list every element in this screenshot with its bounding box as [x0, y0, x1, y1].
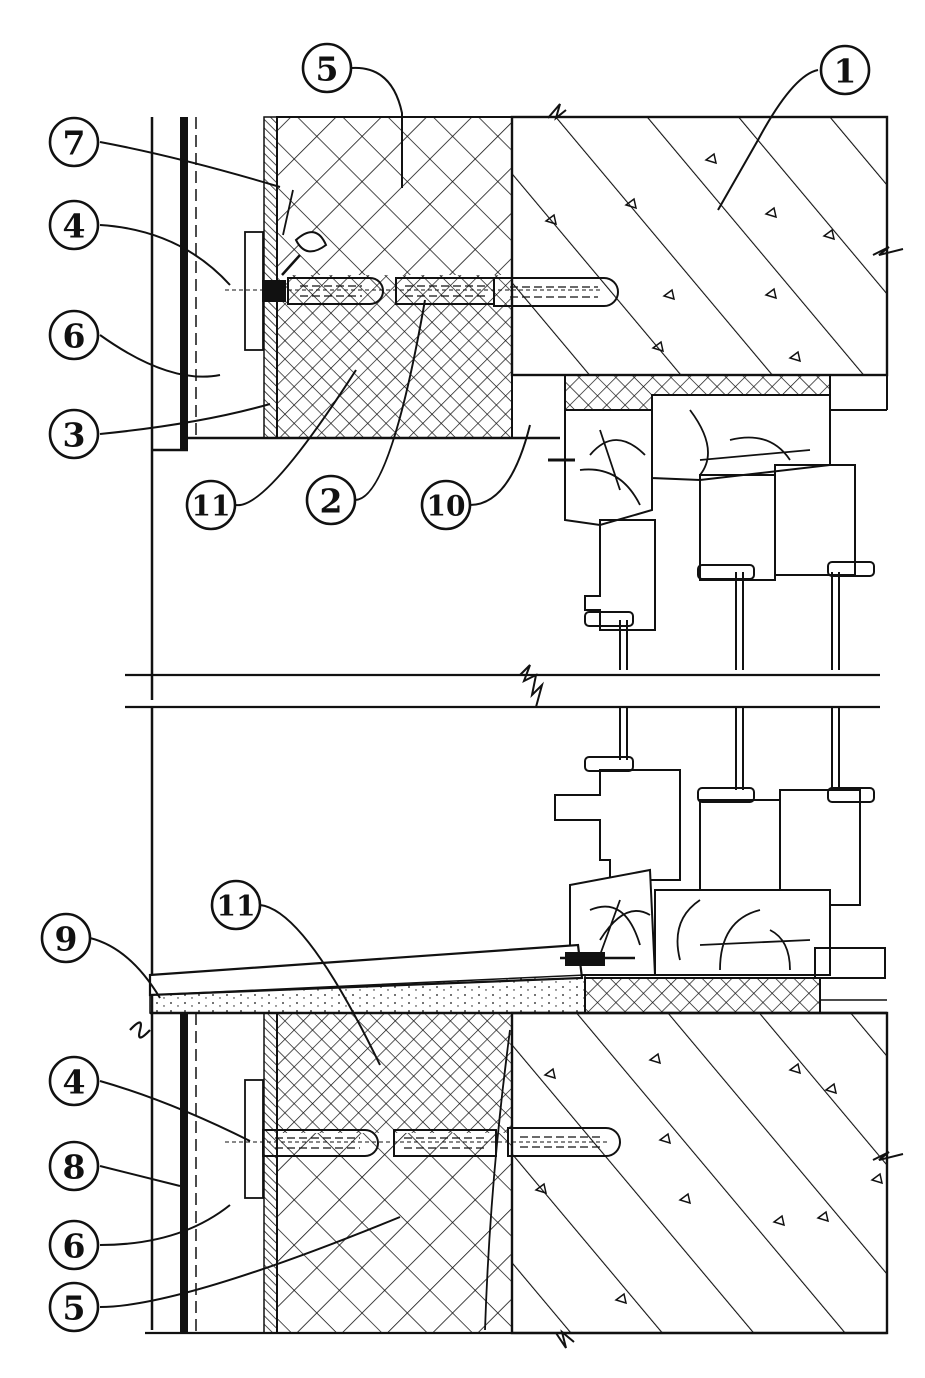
callout-1: 1 — [819, 44, 871, 96]
window-sill-board — [129, 943, 887, 1039]
callout-7: 7 — [48, 116, 100, 168]
concrete-wall-top — [510, 103, 904, 432]
base-board-top — [263, 116, 278, 439]
callout-6-bottom: 6 — [48, 1219, 100, 1271]
callout-6-top: 6 — [48, 309, 100, 361]
insulation-bottom — [276, 1012, 513, 1334]
facade-cladding-bottom — [145, 1013, 887, 1335]
break-lines — [125, 664, 880, 1330]
callout-11-bottom-label: 11 — [217, 890, 256, 923]
callout-5-top-label: 5 — [316, 50, 339, 89]
callouts: 5 1 7 4 6 3 11 2 — [40, 42, 871, 1333]
concrete-wall-bottom — [510, 1011, 904, 1349]
callout-1-label: 1 — [834, 52, 857, 91]
callout-5-bottom: 5 — [48, 1281, 100, 1333]
callout-3-label: 3 — [63, 416, 86, 455]
callout-4-top-label: 4 — [63, 207, 86, 246]
callout-8: 8 — [48, 1140, 100, 1192]
base-board-bottom — [263, 1012, 278, 1334]
callout-5-top: 5 — [301, 42, 353, 94]
window-frame-head — [548, 374, 875, 670]
top-wall-section — [150, 103, 904, 700]
callout-4-top: 4 — [48, 199, 100, 251]
anchor-top — [225, 189, 619, 351]
callout-2-label: 2 — [320, 482, 343, 521]
callout-4-bottom-label: 4 — [63, 1063, 86, 1102]
window-frame-sill — [554, 707, 886, 1014]
callout-11-top-label: 11 — [192, 490, 231, 523]
callout-11-bottom: 11 — [210, 879, 262, 931]
callout-5-bottom-label: 5 — [63, 1289, 86, 1328]
leader-lines — [89, 66, 819, 1308]
callout-10-label: 10 — [427, 490, 466, 523]
callout-9-label: 9 — [55, 920, 78, 959]
bottom-wall-section — [129, 707, 904, 1349]
callout-2: 2 — [305, 474, 357, 526]
callout-4-bottom: 4 — [48, 1055, 100, 1107]
callout-7-label: 7 — [63, 124, 86, 163]
callout-6-top-label: 6 — [63, 317, 86, 356]
callout-9: 9 — [40, 912, 92, 964]
callout-11-top: 11 — [185, 479, 237, 531]
callout-3: 3 — [48, 408, 100, 460]
callout-8-label: 8 — [63, 1148, 86, 1187]
facade-cladding-top — [150, 117, 560, 700]
callout-10: 10 — [420, 479, 472, 531]
callout-6-bottom-label: 6 — [63, 1227, 86, 1266]
